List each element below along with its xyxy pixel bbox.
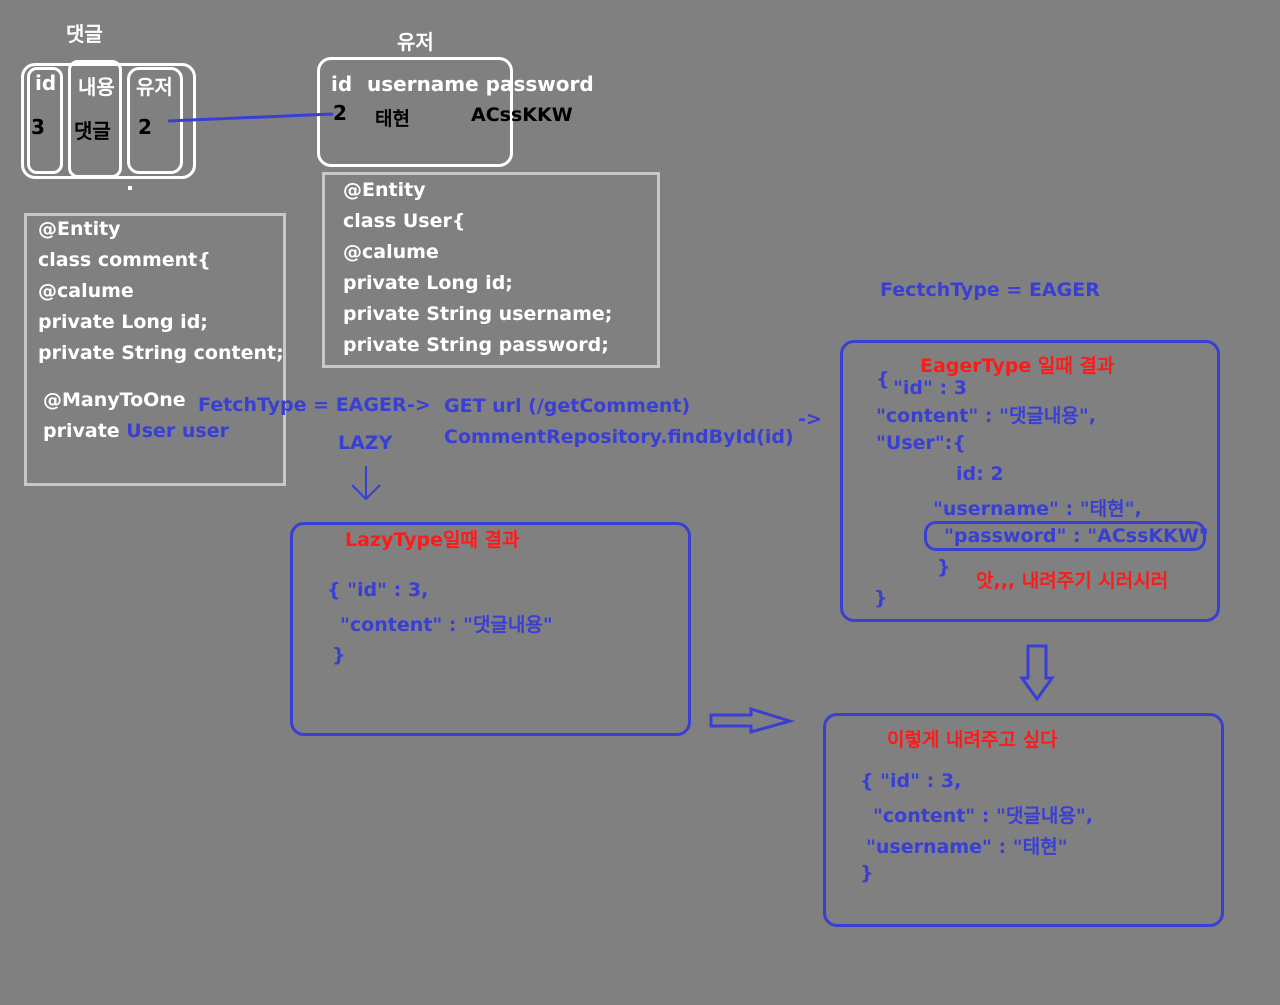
user-field-line: private User user — [43, 420, 229, 442]
wanted-result-box — [823, 713, 1224, 927]
user-header-fields: username password — [367, 72, 594, 96]
eager-line: "id" : 3 — [893, 377, 967, 399]
comment-code-line: class comment{ — [38, 249, 211, 271]
double-down-arrow-icon — [1019, 644, 1055, 702]
fetch-eager-label: FetchType = EAGER — [198, 394, 407, 416]
user-entity-box — [322, 172, 660, 368]
many-to-one-annotation: @ManyToOne — [43, 389, 186, 411]
eager-line: id: 2 — [956, 463, 1004, 485]
flow-arrow-2: -> — [798, 408, 822, 430]
user-entity-code: @Entity class User{ @calume private Long… — [343, 175, 612, 361]
comment-entity-box — [24, 213, 286, 486]
user-code-line: private String password; — [343, 334, 609, 356]
eager-line: "password" : "ACssKKW" — [944, 525, 1209, 547]
eager-result-title: EagerType 일때 결과 — [920, 355, 1115, 377]
repository-label: CommentRepository.findById(id) — [444, 426, 794, 448]
eager-result-box — [840, 340, 1220, 622]
eager-line: "content" : "댓글내용", — [876, 405, 1096, 427]
lazy-line: { "id" : 3, — [327, 579, 429, 601]
comment-cell-id: 3 — [31, 115, 45, 139]
eager-line: } — [937, 556, 951, 578]
stray-dot — [128, 186, 132, 190]
request-label: GET url (/getComment) — [444, 395, 691, 417]
wanted-line: "username" : "태현" — [866, 836, 1068, 858]
user-field-prefix: private — [43, 420, 127, 442]
password-highlight — [924, 521, 1206, 551]
lazy-result-title: LazyType일때 결과 — [345, 529, 520, 551]
lazy-result-box — [290, 522, 691, 736]
comment-code-line: @calume — [38, 280, 134, 302]
user-code-line: @calume — [343, 241, 439, 263]
comment-column-id — [27, 67, 63, 174]
double-right-arrow-icon — [709, 706, 796, 734]
user-code-line: private String username; — [343, 303, 613, 325]
user-cell-id: 2 — [333, 101, 347, 125]
foreign-key-line — [167, 112, 334, 123]
comment-header-user: 유저 — [136, 75, 173, 99]
user-code-line: private Long id; — [343, 272, 513, 294]
comment-cell-content: 댓글 — [74, 119, 111, 143]
user-cell-username: 태현 — [375, 108, 410, 130]
comment-code-line: @Entity — [38, 218, 121, 240]
comment-column-content — [68, 60, 122, 178]
user-code-line: class User{ — [343, 210, 466, 232]
lazy-label: LAZY — [338, 432, 393, 454]
eager-line: "username" : "태현", — [933, 498, 1142, 520]
flow-arrow-1: -> — [407, 394, 431, 416]
down-arrow-icon — [351, 466, 381, 501]
wanted-line: { "id" : 3, — [860, 770, 962, 792]
comment-code-line: private Long id; — [38, 311, 208, 333]
lazy-line: "content" : "댓글내용" — [340, 614, 553, 636]
wanted-line: } — [860, 862, 874, 884]
lazy-line: } — [332, 644, 346, 666]
user-table-title: 유저 — [397, 30, 434, 54]
comment-header-id: id — [35, 71, 57, 95]
fetch-type-eager-heading: FectchType = EAGER — [880, 279, 1100, 301]
eager-line: { — [876, 368, 890, 390]
wanted-result-title: 이렇게 내려주고 싶다 — [887, 729, 1058, 751]
comment-cell-user: 2 — [138, 115, 152, 139]
comment-code-line: private String content; — [38, 342, 284, 364]
user-code-line: @Entity — [343, 179, 426, 201]
eager-note: 앗,,, 내려주기 시러시러 — [976, 570, 1169, 592]
comment-table-title: 댓글 — [66, 22, 103, 46]
eager-line: "User":{ — [876, 432, 966, 454]
comment-entity-code: @Entity class comment{ @calume private L… — [38, 214, 284, 369]
user-cell-password: ACssKKW — [471, 104, 573, 126]
user-header-id: id — [331, 72, 353, 96]
user-field-type: User user — [126, 420, 229, 442]
user-table — [317, 57, 513, 167]
eager-line: } — [874, 587, 888, 609]
wanted-line: "content" : "댓글내용", — [873, 805, 1093, 827]
comment-header-content: 내용 — [78, 75, 115, 99]
